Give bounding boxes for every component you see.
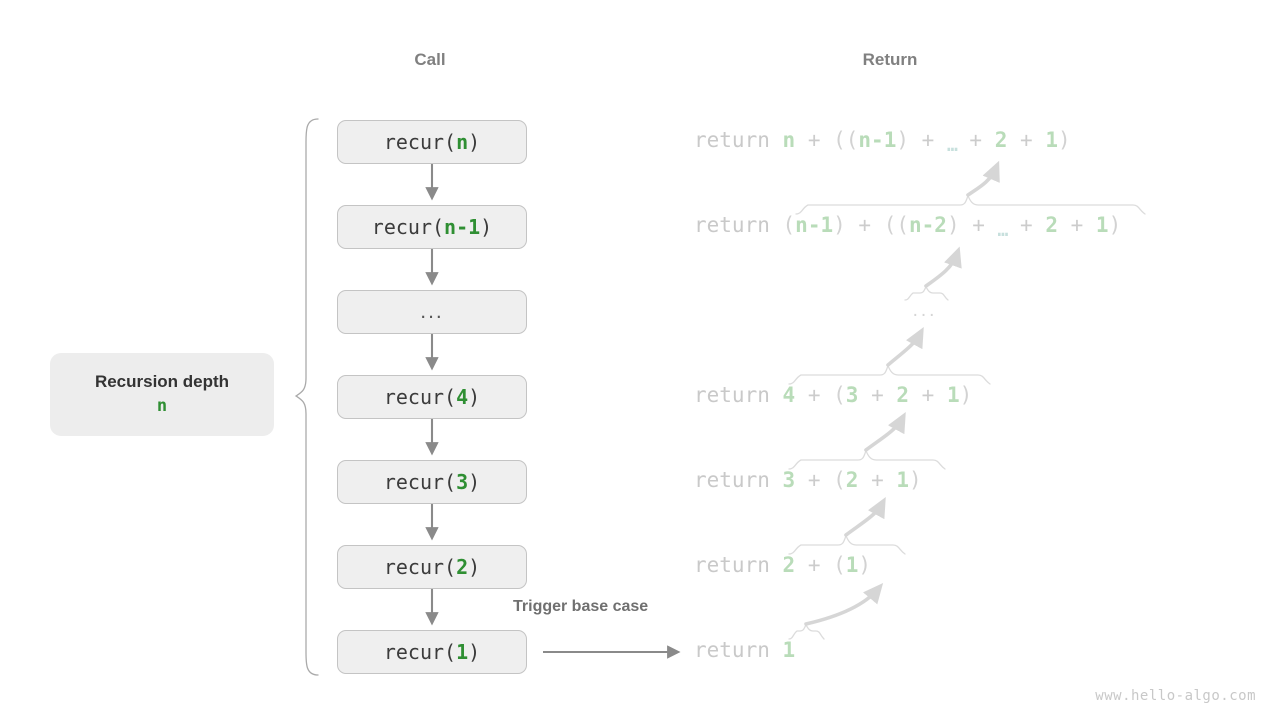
return-token-op: + bbox=[858, 383, 897, 407]
return-token-num: 2 bbox=[994, 128, 1008, 152]
return-keyword: return bbox=[694, 638, 783, 662]
call-box-suffix: ) bbox=[468, 555, 481, 579]
call-box-ellipsis: ... bbox=[420, 300, 444, 323]
return-token-op: + bbox=[1007, 128, 1046, 152]
call-box-argument: n bbox=[456, 130, 469, 154]
call-box-suffix: ) bbox=[480, 215, 493, 239]
return-token-op: + bbox=[956, 128, 995, 152]
return-token-par: ( bbox=[833, 553, 846, 577]
return-token-par: ) bbox=[909, 468, 922, 492]
return-keyword: return bbox=[694, 383, 783, 407]
return-token-num: 2 bbox=[845, 468, 859, 492]
return-token-num: 1 bbox=[845, 553, 859, 577]
return-line-return-1: return 1 bbox=[694, 638, 795, 662]
call-box-prefix: recur( bbox=[383, 130, 457, 154]
return-token-num: 1 bbox=[1095, 213, 1109, 237]
return-token-num: 2 bbox=[782, 553, 796, 577]
return-token-op: + bbox=[795, 468, 834, 492]
return-line-return-2: return 2 + (1) bbox=[694, 553, 871, 577]
return-token-num: 4 bbox=[782, 383, 796, 407]
return-token-num: 3 bbox=[782, 468, 796, 492]
call-box-ellipsis: ... bbox=[337, 290, 527, 334]
return-keyword: return bbox=[694, 213, 783, 237]
return-token-num: 1 bbox=[946, 383, 960, 407]
return-token-par: ) bbox=[1057, 128, 1071, 152]
return-line-return-4: return 4 + (3 + 2 + 1) bbox=[694, 383, 972, 407]
trigger-base-case-label: Trigger base case bbox=[513, 598, 649, 615]
return-token-op: + bbox=[858, 468, 897, 492]
return-token-num: n-2 bbox=[909, 213, 947, 237]
call-box-recur-3: recur(3) bbox=[337, 460, 527, 504]
return-token-par: ( bbox=[782, 213, 796, 237]
return-token-par: ) bbox=[858, 553, 872, 577]
return-token-par: ) bbox=[833, 213, 846, 237]
return-keyword: return bbox=[694, 553, 783, 577]
return-token-op: + bbox=[1007, 213, 1046, 237]
recursion-depth-value: n bbox=[156, 395, 168, 416]
return-token-op: + bbox=[845, 213, 884, 237]
call-box-recur-1: recur(1) bbox=[337, 630, 527, 674]
column-heading-call: Call bbox=[414, 50, 446, 69]
return-token-op: + bbox=[795, 128, 834, 152]
return-token-op: + bbox=[795, 553, 834, 577]
return-token-par: (( bbox=[833, 128, 859, 152]
return-token-num: 1 bbox=[1045, 128, 1058, 152]
return-token-num: n-1 bbox=[858, 128, 897, 152]
return-token-par: ) bbox=[1108, 213, 1122, 237]
return-token-op: + bbox=[795, 383, 834, 407]
return-token-par: ( bbox=[833, 383, 846, 407]
return-token-par: ( bbox=[833, 468, 846, 492]
call-box-recur-n: recur(n) bbox=[337, 120, 527, 164]
return-token-num: 1 bbox=[782, 638, 796, 662]
recursion-depth-box: Recursion depth n bbox=[50, 353, 274, 436]
call-box-argument: 2 bbox=[456, 555, 469, 579]
return-token-ell: … bbox=[946, 135, 958, 156]
return-keyword: return bbox=[694, 468, 783, 492]
call-box-argument: 3 bbox=[456, 470, 469, 494]
return-token-par: ) bbox=[959, 383, 973, 407]
call-box-recur-2: recur(2) bbox=[337, 545, 527, 589]
return-token-par: ) bbox=[896, 128, 909, 152]
return-token-num: 3 bbox=[845, 383, 859, 407]
return-token-op: + bbox=[909, 383, 947, 407]
call-box-argument: 4 bbox=[456, 385, 469, 409]
call-box-recur-n-1: recur(n-1) bbox=[337, 205, 527, 249]
call-box-prefix: recur( bbox=[383, 640, 457, 664]
return-token-op: + bbox=[959, 213, 998, 237]
return-ellipsis: ... bbox=[912, 300, 938, 321]
return-token-num: n-1 bbox=[795, 213, 834, 237]
return-token-ell: … bbox=[997, 220, 1009, 241]
call-box-suffix: ) bbox=[468, 130, 481, 154]
call-box-prefix: recur( bbox=[371, 215, 445, 239]
watermark: www.hello-algo.com bbox=[1095, 688, 1256, 704]
return-token-num: 2 bbox=[1045, 213, 1058, 237]
return-token-num: n bbox=[782, 128, 796, 152]
return-token-num: 1 bbox=[896, 468, 910, 492]
call-box-argument: 1 bbox=[456, 640, 469, 664]
call-box-suffix: ) bbox=[468, 640, 481, 664]
call-box-prefix: recur( bbox=[383, 385, 457, 409]
column-heading-return: Return bbox=[862, 50, 918, 69]
call-box-prefix: recur( bbox=[383, 555, 457, 579]
return-line-return-n-1: return (n-1) + ((n-2) + … + 2 + 1) bbox=[694, 213, 1122, 241]
recursion-depth-title: Recursion depth bbox=[94, 371, 230, 391]
return-keyword: return bbox=[694, 128, 783, 152]
return-line-return-3: return 3 + (2 + 1) bbox=[694, 468, 922, 492]
return-token-par: (( bbox=[883, 213, 909, 237]
call-box-prefix: recur( bbox=[383, 470, 457, 494]
return-token-op: + bbox=[909, 128, 947, 152]
call-box-suffix: ) bbox=[468, 385, 481, 409]
return-line-return-n: return n + ((n-1) + … + 2 + 1) bbox=[694, 128, 1071, 156]
return-token-par: ) bbox=[946, 213, 960, 237]
recursion-depth-brace bbox=[294, 118, 319, 676]
call-box-recur-4: recur(4) bbox=[337, 375, 527, 419]
call-box-suffix: ) bbox=[468, 470, 481, 494]
return-token-num: 2 bbox=[896, 383, 910, 407]
return-token-op: + bbox=[1057, 213, 1096, 237]
call-box-argument: n-1 bbox=[444, 215, 481, 239]
